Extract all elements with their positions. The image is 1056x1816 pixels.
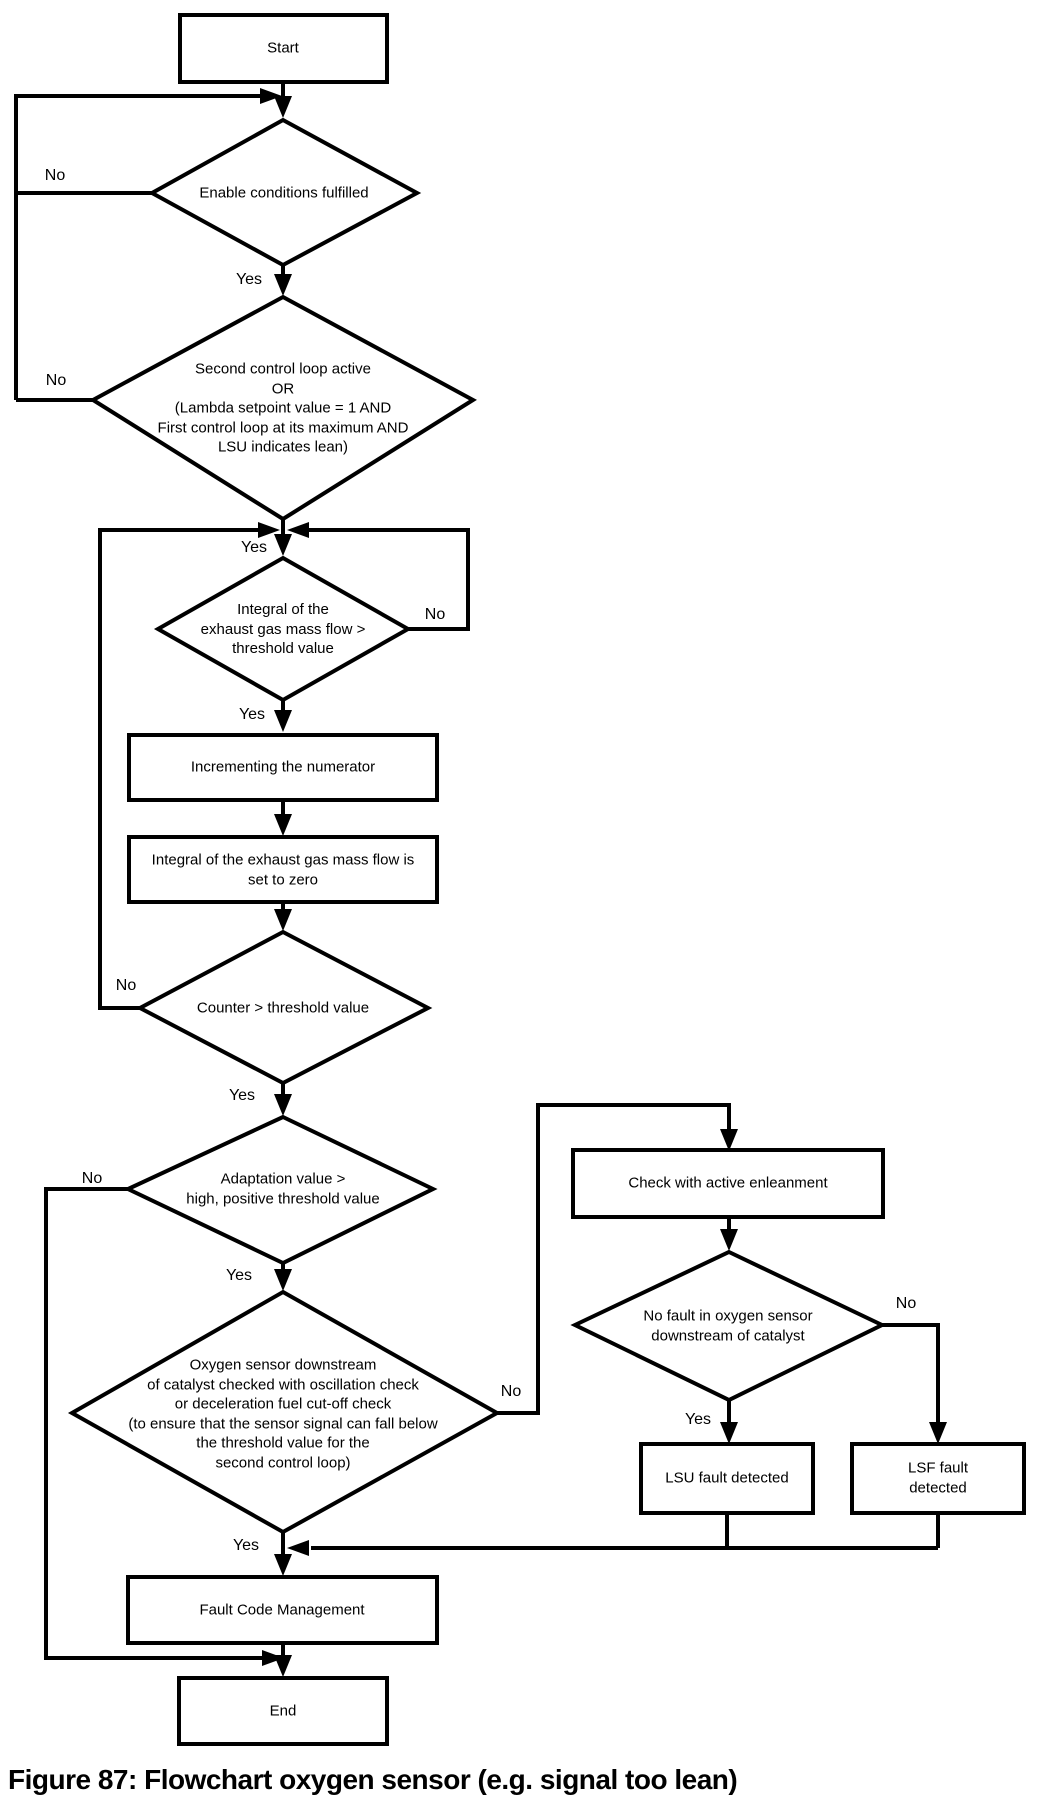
arrow-down-icon — [274, 1269, 292, 1291]
decision-enable-conditions-label: Enable conditions fulfilled — [199, 184, 369, 202]
end-box-shape — [177, 1676, 389, 1746]
decision-no-fault-downstream-shape — [570, 1249, 887, 1403]
arrowheads — [258, 88, 947, 1677]
edge-label-second-loop-yes: Yes — [240, 539, 268, 556]
process-fault-code-mgmt-shape — [126, 1575, 439, 1645]
decision-oxygen-sensor-checked-shape — [67, 1289, 502, 1535]
edge-label-integral-no: No — [424, 606, 446, 623]
arrow-right-icon — [258, 522, 280, 538]
decision-oxygen-sensor-checked-label: Oxygen sensor downstream of catalyst che… — [128, 1356, 438, 1472]
arrow-down-icon — [274, 710, 292, 732]
edge-label-adaptation-yes: Yes — [225, 1267, 253, 1284]
process-lsu-fault-shape — [639, 1442, 815, 1515]
edge-label-adaptation-no: No — [81, 1170, 103, 1187]
arrow-down-icon — [274, 909, 292, 931]
decision-counter-threshold-label: Counter > threshold value — [196, 999, 370, 1017]
edge-label-enable-yes: Yes — [235, 271, 263, 288]
edge-label-second-loop-no: No — [45, 372, 67, 389]
decision-integral-threshold-label: Integral of the exhaust gas mass flow > … — [200, 600, 366, 657]
edge-label-no-fault-no: No — [895, 1295, 917, 1312]
edge-label-enable-no: No — [44, 167, 66, 184]
decision-second-control-loop-label: Second control loop active OR (Lambda se… — [157, 360, 409, 456]
process-fault-code-mgmt-label: Fault Code Management — [199, 1601, 365, 1619]
edge-label-integral-yes: Yes — [238, 706, 266, 723]
decision-second-control-loop-shape — [89, 294, 477, 522]
edge-label-oxygen-checked-yes: Yes — [232, 1537, 260, 1554]
arrow-right-icon — [262, 1650, 284, 1666]
arrow-down-icon — [274, 1094, 292, 1116]
process-check-enleanment-label: Check with active enleanment — [628, 1174, 828, 1192]
arrow-right-icon — [260, 88, 282, 104]
decision-no-fault-downstream-label: No fault in oxygen sensor downstream of … — [643, 1307, 813, 1345]
arrow-down-icon — [274, 1655, 292, 1677]
start-box-shape — [178, 13, 389, 84]
decision-enable-conditions-shape — [147, 117, 422, 268]
arrow-down-icon — [274, 96, 292, 118]
process-lsf-fault-label: LSF fault detected — [907, 1459, 969, 1497]
decision-counter-threshold-shape — [135, 929, 433, 1086]
arrow-left-icon — [287, 1540, 309, 1556]
arrow-down-icon — [720, 1129, 738, 1151]
arrow-down-icon — [274, 814, 292, 836]
arrow-down-icon — [720, 1229, 738, 1251]
arrow-down-icon — [720, 1422, 738, 1444]
edge-label-counter-no: No — [115, 977, 137, 994]
node-shapes — [67, 13, 1026, 1746]
arrow-down-icon — [274, 534, 292, 556]
end-node-label: End — [269, 1702, 297, 1720]
connector-lines — [14, 82, 940, 1660]
process-check-enleanment-shape — [571, 1148, 885, 1219]
decision-adaptation-value-shape — [123, 1114, 438, 1266]
process-integral-set-zero-label: Integral of the exhaust gas mass flow is… — [151, 851, 415, 889]
decision-integral-threshold-shape — [153, 555, 413, 703]
arrow-left-icon — [287, 522, 309, 538]
process-lsu-fault-label: LSU fault detected — [665, 1469, 789, 1487]
process-incrementing-numerator-label: Incrementing the numerator — [190, 758, 376, 776]
process-incrementing-numerator-shape — [127, 733, 439, 802]
edge-label-oxygen-checked-no: No — [500, 1383, 522, 1400]
figure-caption: Figure 87: Flowchart oxygen sensor (e.g.… — [8, 1764, 738, 1795]
arrow-down-icon — [929, 1422, 947, 1444]
process-integral-set-zero-shape — [127, 835, 439, 904]
arrow-down-icon — [274, 274, 292, 296]
edge-label-no-fault-yes: Yes — [684, 1411, 712, 1428]
start-node-label: Start — [267, 39, 299, 57]
decision-adaptation-value-label: Adaptation value > high, positive thresh… — [186, 1170, 380, 1208]
edge-label-counter-yes: Yes — [228, 1087, 256, 1104]
arrow-down-icon — [274, 1554, 292, 1576]
